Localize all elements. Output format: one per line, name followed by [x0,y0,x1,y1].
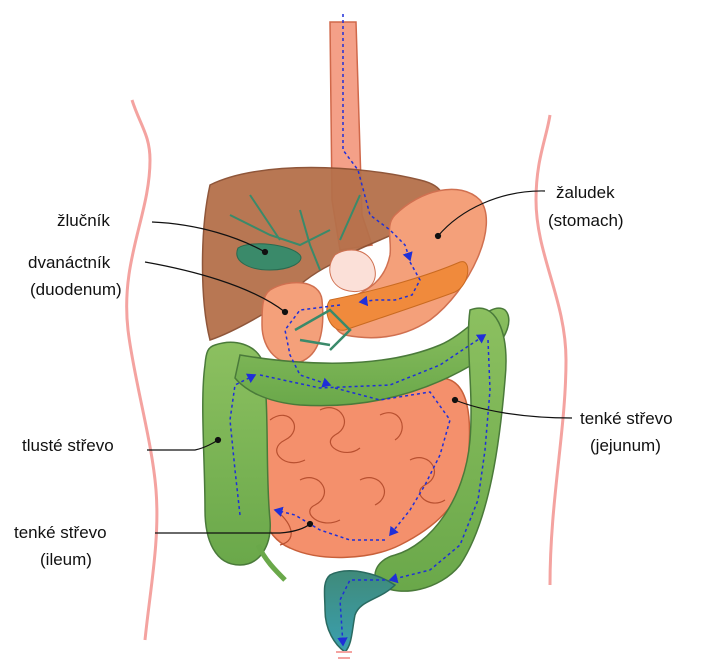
anus-mark [336,652,352,658]
leader-dot-jejunum [453,398,458,403]
label-ileum-en: (ileum) [40,550,92,569]
label-duodenum-en: (duodenum) [30,280,122,299]
label-large-intestine: tlusté střevo [22,436,114,455]
label-stomach-cz: žaludek [556,183,615,202]
duodenum [262,283,323,364]
leader-dot-ileum [308,522,313,527]
label-ileum-cz: tenké střevo [14,523,107,542]
body-outline-left [127,100,157,640]
leader-dot-duodenum [283,310,288,315]
stomach-inner [330,250,376,292]
leader-dot-large-intestine [216,438,221,443]
label-gallbladder: žlučník [57,211,110,230]
label-jejunum-en: (jejunum) [590,436,661,455]
label-stomach-en: (stomach) [548,211,624,230]
appendix [258,545,285,580]
rectum [324,571,395,652]
label-duodenum-cz: dvanáctník [28,253,111,272]
label-jejunum-cz: tenké střevo [580,409,673,428]
leader-dot-stomach [436,234,441,239]
leader-dot-gallbladder [263,250,268,255]
